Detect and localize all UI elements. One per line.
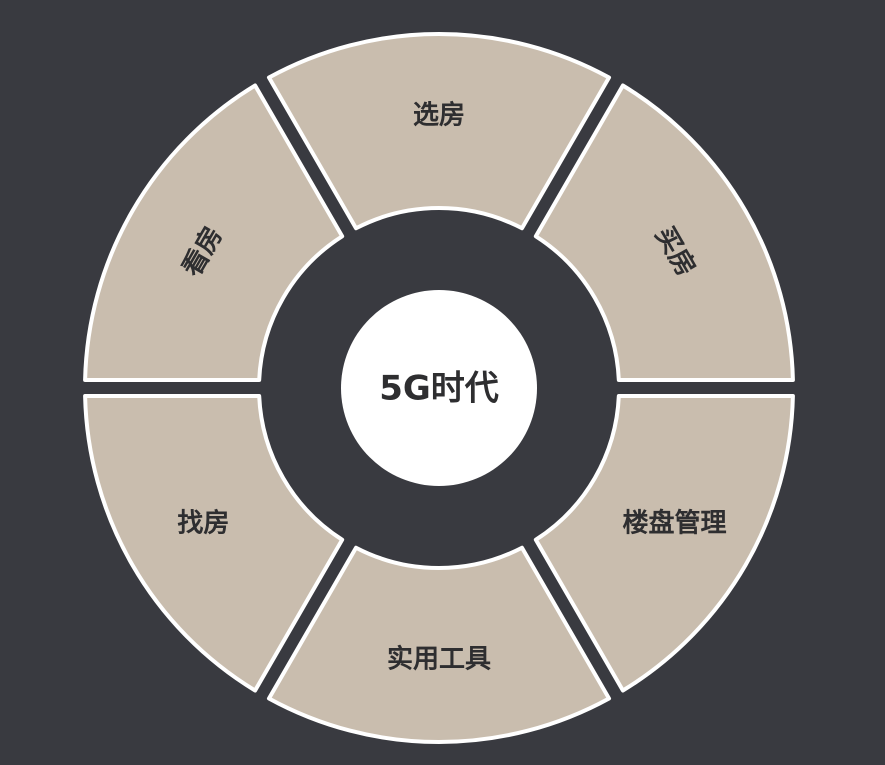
ring-segment-label: 实用工具 (387, 644, 491, 675)
ring-segment-shape[interactable] (266, 545, 612, 744)
ring-segment-shape[interactable] (533, 83, 795, 383)
center-label: 5G时代 (379, 369, 499, 409)
ring-segment-shape[interactable] (533, 393, 795, 693)
ring-segment-shape[interactable] (266, 32, 612, 231)
ring-segment[interactable]: 找房 (83, 393, 345, 693)
ring-segment[interactable]: 楼盘管理 (533, 393, 795, 693)
ring-segment[interactable]: 看房 (83, 83, 345, 383)
ring-segment[interactable]: 实用工具 (266, 545, 612, 744)
ring-segment-shape[interactable] (83, 83, 345, 383)
ring-segment[interactable]: 选房 (266, 32, 612, 231)
ring-segment-shape[interactable] (83, 393, 345, 693)
ring-segment-label: 找房 (177, 509, 229, 539)
ring-segment[interactable]: 买房 (533, 83, 795, 383)
ring-segment-label: 楼盘管理 (623, 508, 727, 539)
center-circle[interactable] (341, 290, 537, 486)
ring-segment-label: 选房 (413, 101, 465, 131)
